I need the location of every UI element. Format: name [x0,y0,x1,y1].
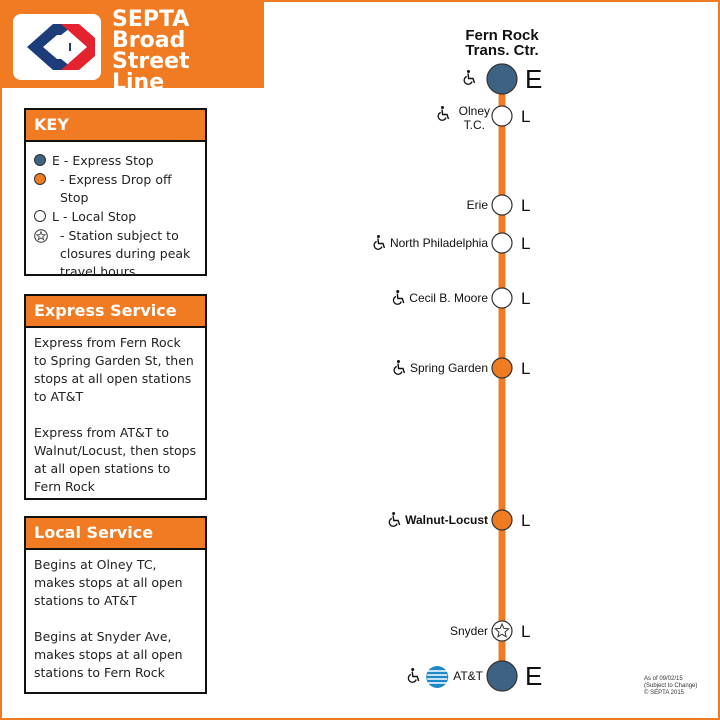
star-icon [34,229,48,243]
key-text-star: - Station subject to closures during pea… [60,228,191,279]
local-service-text-1: Begins at Olney TC, makes stops at all o… [34,557,183,608]
station-name-spring-garden: Spring Garden [410,361,488,375]
line-title: SEPTA Broad Street Line [112,7,262,95]
service-code-snyder: L [521,622,530,641]
local-service-panel: Local Service Begins at Olney TC, makes … [24,516,207,694]
key-row-local: L - Local Stop [34,208,197,226]
service-code-fern-rock-trans-ctr: E [525,64,542,94]
key-text-express: - Express Stop [63,153,154,168]
station-marker-cecil-b-moore [491,287,513,309]
station-name-snyder: Snyder [450,624,488,638]
key-body: E - Express Stop - Express Drop off Stop… [26,142,205,288]
service-code-spring-garden: L [521,359,530,378]
wheelchair-icon [392,290,405,305]
station-name-erie: Erie [467,198,489,212]
local-stop-dot [34,210,48,224]
key-panel: KEY E - Express Stop - Express Drop off … [24,108,207,279]
local-service-body: Begins at Olney TC, makes stops at all o… [26,550,205,688]
key-title: KEY [26,110,205,142]
express-service-text-1: Express from Fern Rock to Spring Garden … [34,335,194,404]
station-name-walnut-locust: Walnut-Locust [405,513,488,527]
station-name-north-philadelphia: North Philadelphia [390,236,488,250]
service-code-olney-t-c: L [521,107,530,126]
station-marker-fern-rock-trans-ctr [486,63,518,95]
station-name-atandt: AT&T [453,669,483,683]
wheelchair-icon [437,106,450,121]
key-row-star: - Station subject to closures during pea… [34,227,197,281]
key-text-dropoff: - Express Drop off Stop [60,172,172,205]
station-marker-spring-garden [491,357,513,379]
wheelchair-icon [393,360,406,375]
station-name-cecil-b-moore: Cecil B. Moore [409,291,488,305]
key-row-express: E - Express Stop [34,152,197,170]
express-stop-dot [34,154,48,168]
station-marker-olney-t-c [491,105,513,127]
as-of-note: As of 09/02/15 (Subject to Change) © SEP… [644,676,714,697]
as-of-date: As of 09/02/15 [644,676,683,682]
local-service-text-2: Begins at Snyder Ave, makes stops at all… [34,629,183,680]
service-code-atandt: E [525,661,542,691]
septa-logo-block: SEPTA Broad Street Line [2,2,264,94]
wheelchair-icon [373,235,386,250]
express-service-text-2: Express from AT&T to Walnut/Locust, then… [34,425,197,494]
express-service-title: Express Service [26,296,205,328]
key-code-express: E [52,153,60,168]
station-marker-north-philadelphia [491,232,513,254]
att-globe-icon [426,666,449,688]
express-service-body: Express from Fern Rock to Spring Garden … [26,328,205,502]
express-service-panel: Express Service Express from Fern Rock t… [24,294,207,500]
line-title-2: Broad Street [112,28,190,74]
star-icon [494,622,510,638]
station-marker-walnut-locust [491,509,513,531]
wheelchair-icon [407,668,420,683]
wheelchair-icon [463,70,476,85]
line-title-1: SEPTA [112,7,190,32]
service-code-erie: L [521,196,530,215]
key-code-local: L [52,209,59,224]
line-title-3: Line [112,70,165,95]
as-of-copyright: © SEPTA 2015 [644,690,684,696]
wheelchair-icon [388,512,401,527]
local-service-title: Local Service [26,518,205,550]
service-code-north-philadelphia: L [521,234,530,253]
septa-logo-icon [13,14,101,80]
as-of-subject: (Subject to Change) [644,683,698,689]
service-code-walnut-locust: L [521,511,530,530]
service-code-cecil-b-moore: L [521,289,530,308]
key-text-local: - Local Stop [62,209,137,224]
express-dropoff-dot [34,173,48,187]
station-marker-erie [491,194,513,216]
station-marker-atandt [486,660,518,692]
key-row-dropoff: - Express Drop off Stop [34,171,197,207]
